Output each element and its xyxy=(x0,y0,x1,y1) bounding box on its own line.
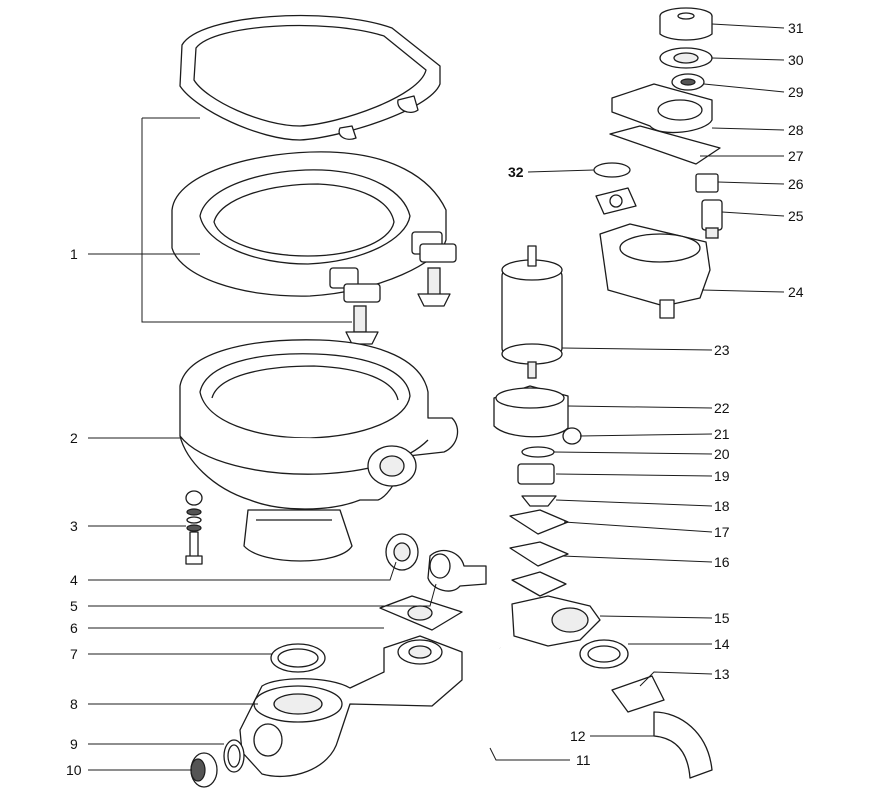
elbow-fitting-5 xyxy=(427,549,487,592)
callout-26: 26 xyxy=(788,176,804,192)
impeller-19 xyxy=(517,463,555,485)
motor-23 xyxy=(501,245,563,379)
toilet-lid xyxy=(179,14,441,141)
callout-17: 17 xyxy=(714,524,730,540)
seat-hinge-hardware xyxy=(343,243,457,345)
plate-16 xyxy=(509,541,569,567)
callout-5: 5 xyxy=(70,598,78,614)
elbow-12 xyxy=(653,711,713,779)
callout-21: 21 xyxy=(714,426,730,442)
gasket-27 xyxy=(609,125,721,165)
callout-18: 18 xyxy=(714,498,730,514)
callout-27: 27 xyxy=(788,148,804,164)
pump-body-24 xyxy=(599,223,711,319)
callout-6: 6 xyxy=(70,620,78,636)
washer-20 xyxy=(521,446,555,458)
impeller-small xyxy=(595,187,637,215)
cross-seal-18 xyxy=(521,495,557,507)
callout-29: 29 xyxy=(788,84,804,100)
callout-3: 3 xyxy=(70,518,78,534)
flange-30 xyxy=(659,47,713,69)
o-ring-21 xyxy=(562,427,582,445)
fastener-set xyxy=(185,490,203,565)
callout-9: 9 xyxy=(70,736,78,752)
callout-24: 24 xyxy=(788,284,804,300)
callout-23: 23 xyxy=(714,342,730,358)
lower-housing-15 xyxy=(511,595,601,647)
plate-17 xyxy=(509,509,569,535)
callout-19: 19 xyxy=(714,468,730,484)
o-ring-9 xyxy=(223,739,245,773)
clamp-14 xyxy=(579,639,629,669)
ring-29 xyxy=(671,73,705,91)
callout-10: 10 xyxy=(66,762,82,778)
callout-30: 30 xyxy=(788,52,804,68)
hose-11 xyxy=(451,642,531,773)
o-ring-7 xyxy=(270,643,326,673)
toilet-bowl xyxy=(179,339,459,562)
washer-4 xyxy=(385,533,419,571)
housing-28 xyxy=(611,83,713,134)
check-valve-13 xyxy=(611,675,665,713)
callout-31: 31 xyxy=(788,20,804,36)
callout-labels: 1 2 3 4 5 6 7 8 9 10 11 12 13 14 15 16 1… xyxy=(66,20,804,778)
callout-1: 1 xyxy=(70,246,78,262)
callout-15: 15 xyxy=(714,610,730,626)
cap-31 xyxy=(659,7,713,41)
callout-13: 13 xyxy=(714,666,730,682)
gasket-6 xyxy=(379,595,463,631)
toilet-seat xyxy=(171,151,447,297)
callout-16: 16 xyxy=(714,554,730,570)
callout-28: 28 xyxy=(788,122,804,138)
callout-8: 8 xyxy=(70,696,78,712)
callout-12: 12 xyxy=(570,728,586,744)
diaphragm-32 xyxy=(593,162,631,178)
callout-2: 2 xyxy=(70,430,78,446)
callout-20: 20 xyxy=(714,446,730,462)
switch-26 xyxy=(695,173,719,193)
pump-base-8 xyxy=(239,635,463,778)
callout-25: 25 xyxy=(788,208,804,224)
callout-14: 14 xyxy=(714,636,730,652)
valve-25 xyxy=(701,199,723,239)
leader-lines xyxy=(88,23,785,771)
callout-32: 32 xyxy=(508,164,524,180)
callout-4: 4 xyxy=(70,572,78,588)
callout-11: 11 xyxy=(576,752,591,768)
cap-10 xyxy=(190,752,218,788)
callout-7: 7 xyxy=(70,646,78,662)
callout-22: 22 xyxy=(714,400,730,416)
pump-head-22 xyxy=(493,385,569,438)
plate-extra xyxy=(511,571,567,597)
